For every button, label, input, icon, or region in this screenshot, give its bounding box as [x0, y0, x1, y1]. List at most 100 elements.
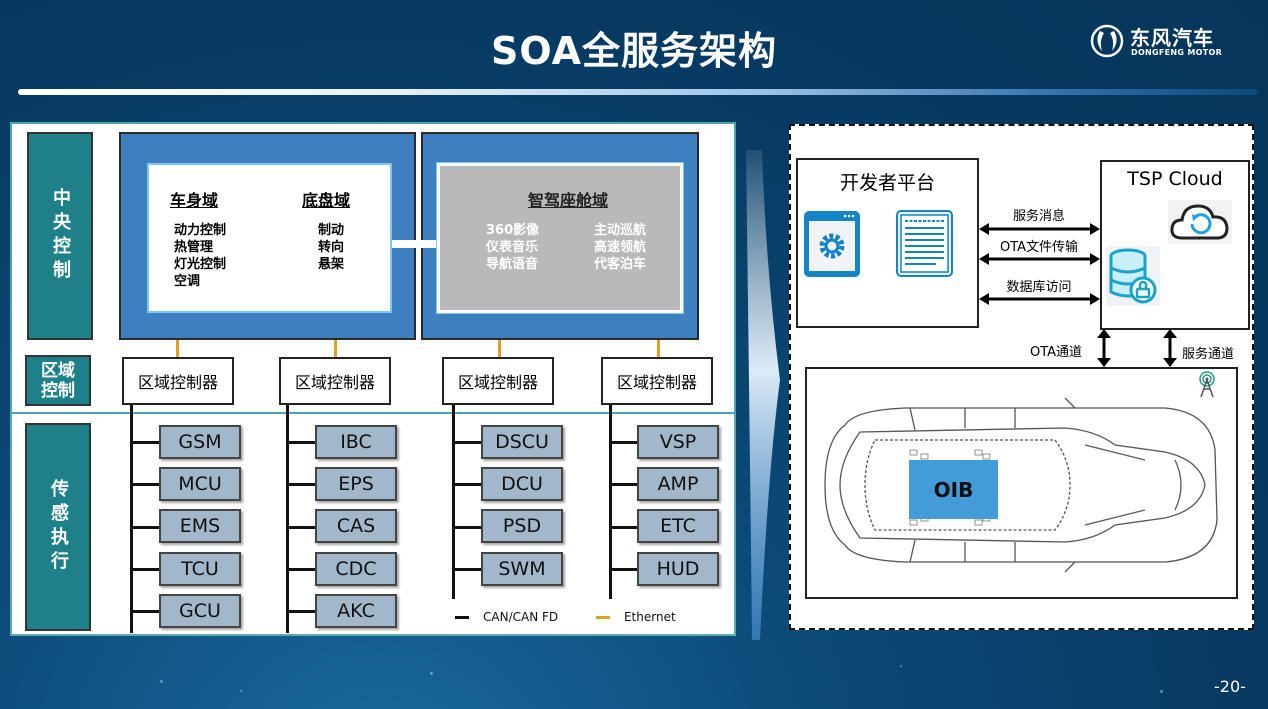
bus-stub	[287, 610, 315, 613]
domain-bridge	[390, 240, 440, 248]
ecu-box: EPS	[315, 467, 397, 501]
ecu-box: AKC	[315, 594, 397, 628]
settings-window-icon	[804, 211, 860, 277]
ecu-box: PSD	[481, 509, 563, 543]
legend-ethernet-label: Ethernet	[623, 610, 676, 624]
ecu-box: GSM	[159, 425, 241, 459]
bus-stub	[610, 483, 638, 486]
can-bus-4	[609, 405, 612, 599]
bidirectional-arrow-icon	[979, 293, 1100, 305]
bus-stub	[453, 526, 481, 529]
page-title: SOA全服务架构	[490, 29, 778, 73]
tsp-cloud-title: TSP Cloud	[1127, 168, 1223, 190]
body-domain-list: 动力控制 热管理 灯光控制 空调	[174, 222, 226, 290]
ecu-box: TCU	[159, 552, 241, 586]
cockpit-list-left: 360影像 仪表音乐 导航语音	[486, 222, 539, 273]
list-item: 动力控制	[174, 223, 227, 238]
bus-stub	[287, 441, 315, 444]
header-divider	[18, 89, 1258, 95]
chassis-domain-list: 制动 转向 悬架	[318, 222, 344, 273]
ethernet-link	[334, 340, 337, 357]
legend-ethernet-swatch	[595, 616, 610, 619]
legend-can-label: CAN/CAN FD	[483, 610, 559, 624]
ecu-box: AMP	[637, 467, 719, 501]
row-label-zone-text: 区域控制	[41, 360, 75, 401]
legend: CAN/CAN FD Ethernet	[455, 610, 676, 624]
ecu-box: HUD	[637, 552, 719, 586]
ecu-box: CAS	[315, 509, 397, 543]
zone-controller-4: 区域控制器	[601, 357, 713, 405]
cockpit-domain-title: 智驾座舱域	[528, 191, 609, 210]
cloud-sync-icon	[1168, 200, 1232, 244]
ecu-box: CDC	[315, 552, 397, 586]
central-zone-outline	[10, 122, 736, 414]
list-item: 代客泊车	[594, 257, 647, 272]
ecu-box: ETC	[637, 509, 719, 543]
can-bus-2	[286, 405, 289, 633]
ecu-box: GCU	[159, 594, 241, 628]
bus-stub	[131, 568, 159, 571]
list-item: 灯光控制	[174, 257, 227, 272]
list-item: 转向	[318, 240, 345, 255]
row-label-central-text: 中央控制	[50, 188, 71, 284]
link-label-ota-transfer: OTA文件传输	[999, 240, 1079, 255]
bus-stub	[131, 441, 159, 444]
logo-text-cn: 东风汽车	[1130, 26, 1214, 50]
list-item: 360影像	[486, 223, 540, 238]
chevron-right-icon	[746, 150, 780, 640]
bidirectional-arrow-icon	[979, 223, 1100, 235]
bus-stub	[453, 441, 481, 444]
vertical-arrow-icon	[1163, 329, 1177, 367]
bidirectional-arrow-icon	[979, 253, 1100, 265]
bus-stub	[453, 483, 481, 486]
dongfeng-logo: 东风汽车 DONGFENG MOTOR	[1090, 22, 1240, 64]
bg-speck	[240, 690, 242, 692]
zone-controller-1: 区域控制器	[122, 357, 234, 405]
bus-stub	[131, 483, 159, 486]
bg-speck	[430, 672, 433, 675]
bus-stub	[287, 526, 315, 529]
row-label-sense: 传感执行	[25, 423, 91, 631]
body-domain-title: 车身域	[170, 191, 219, 210]
bus-stub	[610, 568, 638, 571]
developer-platform-title: 开发者平台	[839, 172, 935, 194]
cockpit-list-right: 主动巡航 高速领航 代客泊车	[594, 222, 646, 273]
list-item: 空调	[174, 274, 201, 289]
can-bus-1	[130, 405, 133, 633]
logo-text-en: DONGFENG MOTOR	[1131, 48, 1223, 57]
ecu-box: MCU	[159, 467, 241, 501]
can-bus-3	[452, 405, 455, 599]
vehicle-top-view	[824, 397, 1218, 573]
row-label-zone: 区域控制	[25, 355, 91, 406]
cockpit-inner	[437, 163, 683, 313]
bg-speck	[160, 680, 163, 683]
document-list-icon	[896, 210, 953, 277]
bus-stub	[610, 441, 638, 444]
page-number: -20-	[1214, 677, 1246, 696]
list-item: 仪表音乐	[486, 240, 539, 255]
zone-controller-3: 区域控制器	[442, 357, 554, 405]
list-item: 热管理	[174, 240, 214, 255]
link-label-service-message: 服务消息	[1012, 209, 1065, 224]
ecu-box: DSCU	[481, 425, 563, 459]
list-item: 主动巡航	[594, 223, 647, 238]
body-chassis-inner	[147, 163, 392, 313]
ecu-box: IBC	[315, 425, 397, 459]
row-label-central: 中央控制	[27, 132, 93, 340]
ethernet-link	[498, 340, 501, 357]
database-lock-icon	[1106, 246, 1160, 306]
chassis-domain-title: 底盘域	[302, 191, 351, 210]
antenna-icon	[1199, 371, 1215, 398]
bus-stub	[610, 526, 638, 529]
legend-can-swatch	[455, 616, 469, 619]
vehicle-box	[805, 367, 1238, 599]
list-item: 制动	[318, 223, 345, 238]
bus-stub	[287, 568, 315, 571]
vertical-arrow-icon	[1097, 329, 1111, 367]
ecu-box: VSP	[637, 425, 719, 459]
row-label-sense-text: 传感执行	[48, 479, 69, 575]
bg-speck	[900, 665, 902, 667]
ecu-box: EMS	[159, 509, 241, 543]
channel-label-service: 服务通道	[1182, 347, 1235, 362]
dongfeng-emblem-icon	[1090, 24, 1124, 58]
